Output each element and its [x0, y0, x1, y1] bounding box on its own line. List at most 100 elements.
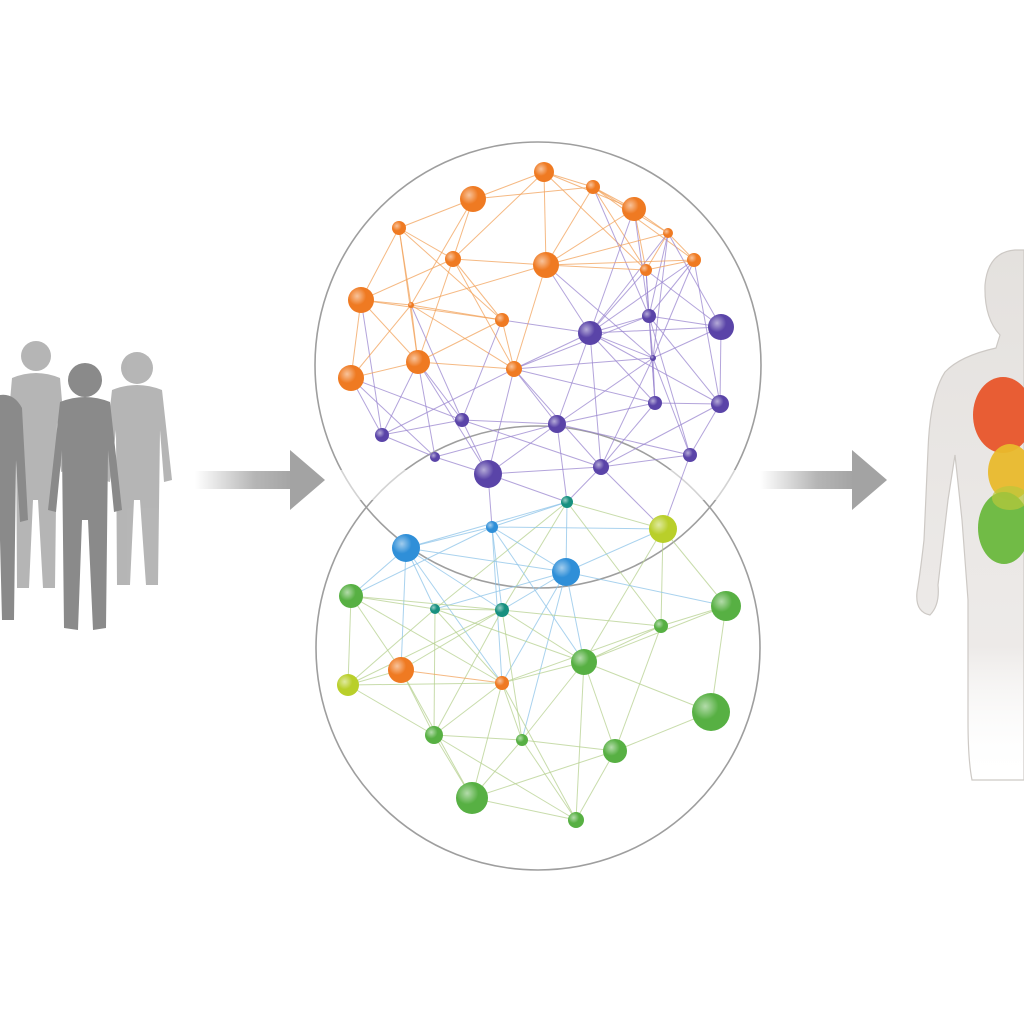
network-edge — [545, 264, 654, 359]
network-edge — [417, 361, 515, 370]
network-edge — [543, 171, 647, 271]
network-edge — [491, 526, 585, 663]
network-edge — [350, 526, 493, 597]
network-edge — [575, 661, 585, 821]
network-edge — [693, 259, 721, 405]
network-edge — [556, 332, 591, 425]
network-edge — [434, 423, 558, 458]
network-edge — [654, 402, 721, 405]
network-edge — [410, 304, 515, 370]
network-node — [474, 460, 502, 488]
network-node — [654, 619, 668, 633]
network-edge — [350, 595, 436, 610]
network-edge — [589, 269, 647, 334]
network-edge — [381, 434, 436, 458]
network-edge — [513, 264, 547, 370]
network-node — [578, 321, 602, 345]
network-edge — [471, 797, 577, 821]
network-node — [708, 314, 734, 340]
network-edge — [648, 315, 691, 456]
network-edge — [592, 186, 650, 317]
network-node — [663, 228, 673, 238]
network-edge — [433, 608, 436, 736]
network-node — [430, 604, 440, 614]
network-edge — [589, 332, 721, 405]
network-edge — [398, 198, 474, 229]
network-node — [571, 649, 597, 675]
network-edge — [400, 669, 503, 684]
network-edge — [501, 571, 567, 684]
network-edge — [614, 625, 662, 752]
network-edge — [400, 547, 407, 671]
network-edge — [461, 319, 503, 421]
network-edge — [350, 304, 412, 379]
network-edge — [501, 609, 662, 627]
network-node — [622, 197, 646, 221]
network-edge — [434, 608, 503, 611]
network-edge — [350, 595, 503, 611]
network-edge — [491, 526, 664, 530]
network-edge — [347, 595, 352, 686]
network-node — [711, 395, 729, 413]
network-edge — [589, 332, 602, 468]
network-node — [506, 361, 522, 377]
network-edge — [347, 682, 503, 686]
network-edge — [565, 528, 664, 573]
network-edge — [556, 402, 656, 425]
network-edge — [461, 419, 602, 468]
network-node — [375, 428, 389, 442]
network-edge — [600, 454, 691, 468]
network-edge — [417, 361, 463, 421]
network-edge — [521, 661, 585, 741]
network-edge — [556, 357, 654, 425]
network-edge — [501, 682, 577, 821]
network-edge — [347, 684, 435, 736]
network-edge — [410, 264, 547, 306]
network-edge — [667, 232, 722, 328]
network-nodes — [337, 162, 741, 828]
network-edge — [405, 547, 503, 611]
network-node — [338, 365, 364, 391]
network-node — [495, 603, 509, 617]
network-node — [337, 674, 359, 696]
network-node — [486, 521, 498, 533]
network-node — [711, 591, 741, 621]
network-edge — [417, 361, 436, 458]
network-edge — [660, 528, 664, 627]
upper-module-outline — [314, 141, 762, 589]
network-node — [516, 734, 528, 746]
network-edge — [433, 682, 503, 736]
network-edge — [545, 264, 591, 334]
network-edge — [405, 547, 567, 573]
network-edge — [501, 609, 523, 741]
network-edge — [381, 361, 419, 436]
network-edge — [648, 259, 695, 317]
network-graph-icon — [314, 141, 762, 871]
network-node — [455, 413, 469, 427]
organ-red-icon — [973, 377, 1024, 453]
network-edge — [545, 259, 695, 266]
network-node — [430, 452, 440, 462]
network-edge — [491, 526, 567, 573]
network-edge — [434, 608, 585, 663]
network-edge — [487, 466, 602, 475]
organ-green-icon — [978, 492, 1024, 564]
network-node — [406, 350, 430, 374]
network-edge — [417, 319, 503, 363]
network-edge — [347, 608, 436, 686]
network-edge — [381, 368, 515, 436]
network-edge — [433, 734, 577, 821]
network-node — [388, 657, 414, 683]
organ-yellow-icon — [988, 444, 1024, 500]
network-node — [533, 252, 559, 278]
network-edge — [645, 232, 669, 271]
network-edge — [513, 332, 591, 370]
network-edge — [434, 501, 568, 610]
network-edge — [360, 299, 503, 321]
network-edge — [589, 332, 656, 404]
network-edge — [652, 259, 695, 359]
network-edge — [583, 528, 664, 663]
network-edges — [347, 171, 727, 821]
network-edge — [350, 299, 362, 379]
arrow-right-icon — [760, 450, 887, 510]
